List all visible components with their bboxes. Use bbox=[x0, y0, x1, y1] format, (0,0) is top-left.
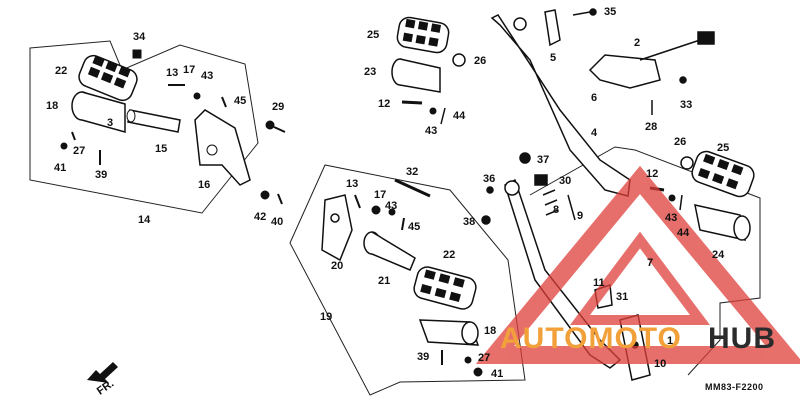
callout-label-l43a: 43 bbox=[201, 70, 213, 82]
callout-label-l33: 33 bbox=[680, 99, 692, 111]
callout-label-l39a: 39 bbox=[95, 169, 107, 181]
callout-label-l34: 34 bbox=[133, 31, 146, 43]
footpeg-bar-left bbox=[126, 109, 181, 133]
callout-label-l22b: 22 bbox=[443, 249, 455, 261]
callout-label-l5: 5 bbox=[550, 52, 556, 64]
footpeg-rubber-right bbox=[691, 150, 755, 198]
footpeg-rubber-upper bbox=[396, 16, 450, 54]
callout-label-l29: 29 bbox=[272, 101, 284, 113]
callout-label-l25a: 25 bbox=[367, 29, 379, 41]
bracket-center bbox=[321, 194, 353, 262]
callout-label-l4: 4 bbox=[591, 127, 598, 139]
footpeg-bracket-left bbox=[194, 109, 251, 186]
callout-label-l20: 20 bbox=[331, 260, 343, 272]
spring-links bbox=[481, 152, 576, 225]
long-pedal-rod bbox=[490, 14, 631, 197]
callout-label-l17b: 17 bbox=[374, 189, 386, 201]
callout-label-l12b: 12 bbox=[646, 168, 658, 180]
callout-label-l41a: 41 bbox=[54, 162, 66, 174]
switch-assembly bbox=[588, 31, 715, 115]
footpeg-rubber-left bbox=[78, 54, 138, 102]
callout-label-l16: 16 bbox=[198, 179, 210, 191]
callout-label-l26b: 26 bbox=[674, 136, 686, 148]
callout-label-l1: 1 bbox=[667, 335, 673, 347]
watermark-logo bbox=[475, 165, 800, 364]
callout-label-l27b: 27 bbox=[478, 352, 490, 364]
footpeg-bar-center bbox=[363, 231, 416, 271]
callout-label-l12a: 12 bbox=[378, 98, 390, 110]
callout-label-l9: 9 bbox=[577, 210, 583, 222]
callout-label-l3: 3 bbox=[107, 117, 113, 129]
footpeg-holder-upper bbox=[391, 58, 441, 93]
diagram-code: MM83-F2200 bbox=[705, 382, 764, 392]
callout-label-l31: 31 bbox=[616, 291, 628, 303]
callout-label-l19: 19 bbox=[320, 311, 332, 323]
callout-label-l13b: 13 bbox=[346, 178, 358, 190]
callout-label-l41b: 41 bbox=[491, 368, 503, 380]
callout-label-l2: 2 bbox=[634, 37, 640, 49]
callout-label-l45b: 45 bbox=[408, 221, 420, 233]
callout-label-l39b: 39 bbox=[417, 351, 429, 363]
callout-label-l44a: 44 bbox=[453, 110, 466, 122]
callout-label-l38: 38 bbox=[463, 216, 475, 228]
callout-label-l44b: 44 bbox=[677, 227, 690, 239]
footpeg-holder-center bbox=[418, 319, 480, 346]
bolts-left bbox=[60, 49, 286, 205]
footpeg-holder-right bbox=[694, 204, 751, 241]
watermark-text-main: AUTOMOTO bbox=[500, 322, 682, 355]
callout-label-l40: 40 bbox=[271, 216, 283, 228]
callout-label-l11: 11 bbox=[593, 277, 605, 289]
callout-label-l27a: 27 bbox=[73, 145, 85, 157]
callout-label-l45a: 45 bbox=[234, 95, 246, 107]
callout-label-l43b: 43 bbox=[425, 125, 437, 137]
callout-label-l8: 8 bbox=[553, 204, 559, 216]
callout-label-l37: 37 bbox=[537, 154, 549, 166]
left-assembly-outline bbox=[29, 40, 259, 214]
callout-label-l24: 24 bbox=[712, 249, 725, 261]
callout-label-l14: 14 bbox=[138, 214, 151, 226]
washer-right bbox=[680, 156, 694, 170]
callout-label-l10: 10 bbox=[654, 358, 666, 370]
callout-label-l6: 6 bbox=[591, 92, 597, 104]
callout-label-l17a: 17 bbox=[183, 64, 195, 76]
callout-label-l35: 35 bbox=[604, 6, 616, 18]
callout-label-l18b: 18 bbox=[484, 325, 496, 337]
callout-label-l21: 21 bbox=[378, 275, 390, 287]
callout-label-l28: 28 bbox=[645, 121, 657, 133]
callout-label-l43d: 43 bbox=[665, 212, 677, 224]
callout-label-l22a: 22 bbox=[55, 65, 67, 77]
callout-label-l32: 32 bbox=[406, 166, 418, 178]
footpeg-rubber-center bbox=[413, 266, 477, 310]
washer-upper bbox=[452, 53, 466, 67]
callout-label-l26a: 26 bbox=[474, 55, 486, 67]
right-assembly-outline bbox=[529, 146, 761, 376]
bolts-center bbox=[354, 178, 483, 377]
callout-label-l23: 23 bbox=[364, 66, 376, 78]
callout-label-l15: 15 bbox=[155, 143, 167, 155]
direction-arrow bbox=[87, 362, 118, 383]
callout-label-l7: 7 bbox=[647, 257, 653, 269]
callout-label-l25b: 25 bbox=[717, 142, 729, 154]
callout-label-l43c: 43 bbox=[385, 200, 397, 212]
callout-label-l30: 30 bbox=[559, 175, 571, 187]
watermark-text-suffix: HUB bbox=[708, 322, 776, 355]
callout-label-l13a: 13 bbox=[166, 67, 178, 79]
callout-label-l36: 36 bbox=[483, 173, 495, 185]
footpeg-holder-left bbox=[71, 91, 126, 133]
callout-label-l42: 42 bbox=[254, 211, 266, 223]
bracket-upper-right bbox=[544, 8, 597, 47]
callout-label-l18a: 18 bbox=[46, 100, 58, 112]
pins-upper bbox=[401, 100, 446, 125]
